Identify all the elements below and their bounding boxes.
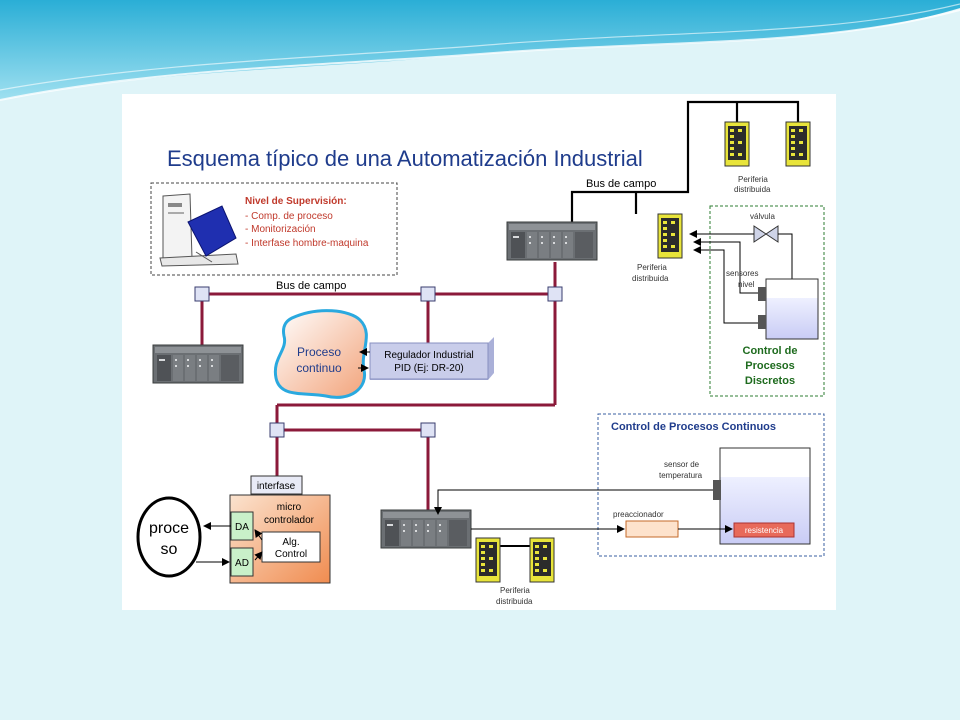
valve-label: válvula	[750, 212, 775, 221]
plc-left	[152, 344, 244, 384]
remote-io-mid	[657, 213, 683, 259]
fieldbus-lines	[200, 262, 557, 510]
pid-regulator: Regulador Industrial PID (Ej: DR-20)	[369, 337, 494, 380]
supervision-item-2: - Monitorización	[245, 224, 316, 235]
level-tank	[758, 278, 819, 340]
micro-title-2: controlador	[264, 515, 315, 526]
discrete-heading-2: Procesos	[745, 360, 795, 372]
remote-io-bottom-2	[529, 537, 555, 583]
interfase-box	[250, 475, 303, 495]
discrete-control-box	[709, 205, 825, 397]
temp-sensor-label-2: temperatura	[659, 471, 703, 480]
bus-label-top: Bus de campo	[586, 178, 656, 190]
alg-label-2: Control	[275, 549, 307, 560]
periferia-top-label-2: distribuida	[734, 185, 771, 194]
discrete-heading-1: Control de	[743, 345, 798, 357]
background-wave	[0, 0, 960, 101]
process-label-1: proce	[149, 520, 189, 537]
continuous-process-label-2: continuo	[296, 361, 342, 375]
resistor-label: resistencia	[745, 526, 784, 535]
upper-fieldbus	[570, 100, 800, 224]
alg-label-1: Alg.	[282, 537, 299, 548]
supervision-heading: Nivel de Supervisión:	[245, 196, 347, 207]
level-sensors-label-2: nivel	[738, 280, 755, 289]
diagram-title: Esquema típico de una Automatización Ind…	[167, 146, 643, 171]
discrete-heading-3: Discretos	[745, 375, 795, 387]
alg-control-block	[261, 531, 321, 563]
bus-junctions	[194, 286, 563, 438]
supervision-item-3: - Interfase hombre-maquina	[245, 238, 369, 249]
periferia-mid-label-2: distribuida	[632, 274, 669, 283]
pc-icon	[159, 193, 239, 267]
periferia-bottom-label-1: Periferia	[500, 586, 530, 595]
periferia-mid-label-1: Periferia	[637, 263, 667, 272]
valve-icon	[753, 225, 779, 243]
ad-block	[230, 547, 254, 577]
supervision-item-1: - Comp. de proceso	[245, 211, 333, 222]
remote-io-top-2	[785, 121, 811, 167]
temp-sensor-label-1: sensor de	[664, 460, 700, 469]
preaccionador-box	[625, 520, 679, 538]
continuous-control-box	[597, 413, 825, 557]
remote-io-bottom-1	[475, 537, 501, 583]
micro-title-1: micro	[277, 502, 302, 513]
continuous-heading: Control de Procesos Continuos	[611, 421, 776, 433]
regulator-label-1: Regulador Industrial	[384, 350, 474, 361]
continuous-process-blob	[273, 309, 368, 399]
remote-io-top-1	[724, 121, 750, 167]
plc-top-right	[506, 221, 598, 261]
regulator-label-2: PID (Ej: DR-20)	[394, 363, 463, 374]
da-label: DA	[235, 522, 249, 533]
plc-bottom	[380, 509, 472, 549]
continuous-process-label-1: Proceso	[297, 345, 341, 359]
ad-label: AD	[235, 558, 249, 569]
interfase-label: interfase	[257, 481, 296, 492]
periferia-bottom-label-2: distribuida	[496, 597, 533, 606]
preaccionador-label: preaccionador	[613, 510, 664, 519]
periferia-top-label-1: Periferia	[738, 175, 768, 184]
process-label-2: so	[161, 541, 178, 558]
level-sensors-label-1: sensores	[726, 269, 758, 278]
bus-label-mid: Bus de campo	[276, 280, 346, 292]
heating-tank: resistencia	[713, 447, 811, 545]
process-ellipse	[136, 496, 202, 578]
